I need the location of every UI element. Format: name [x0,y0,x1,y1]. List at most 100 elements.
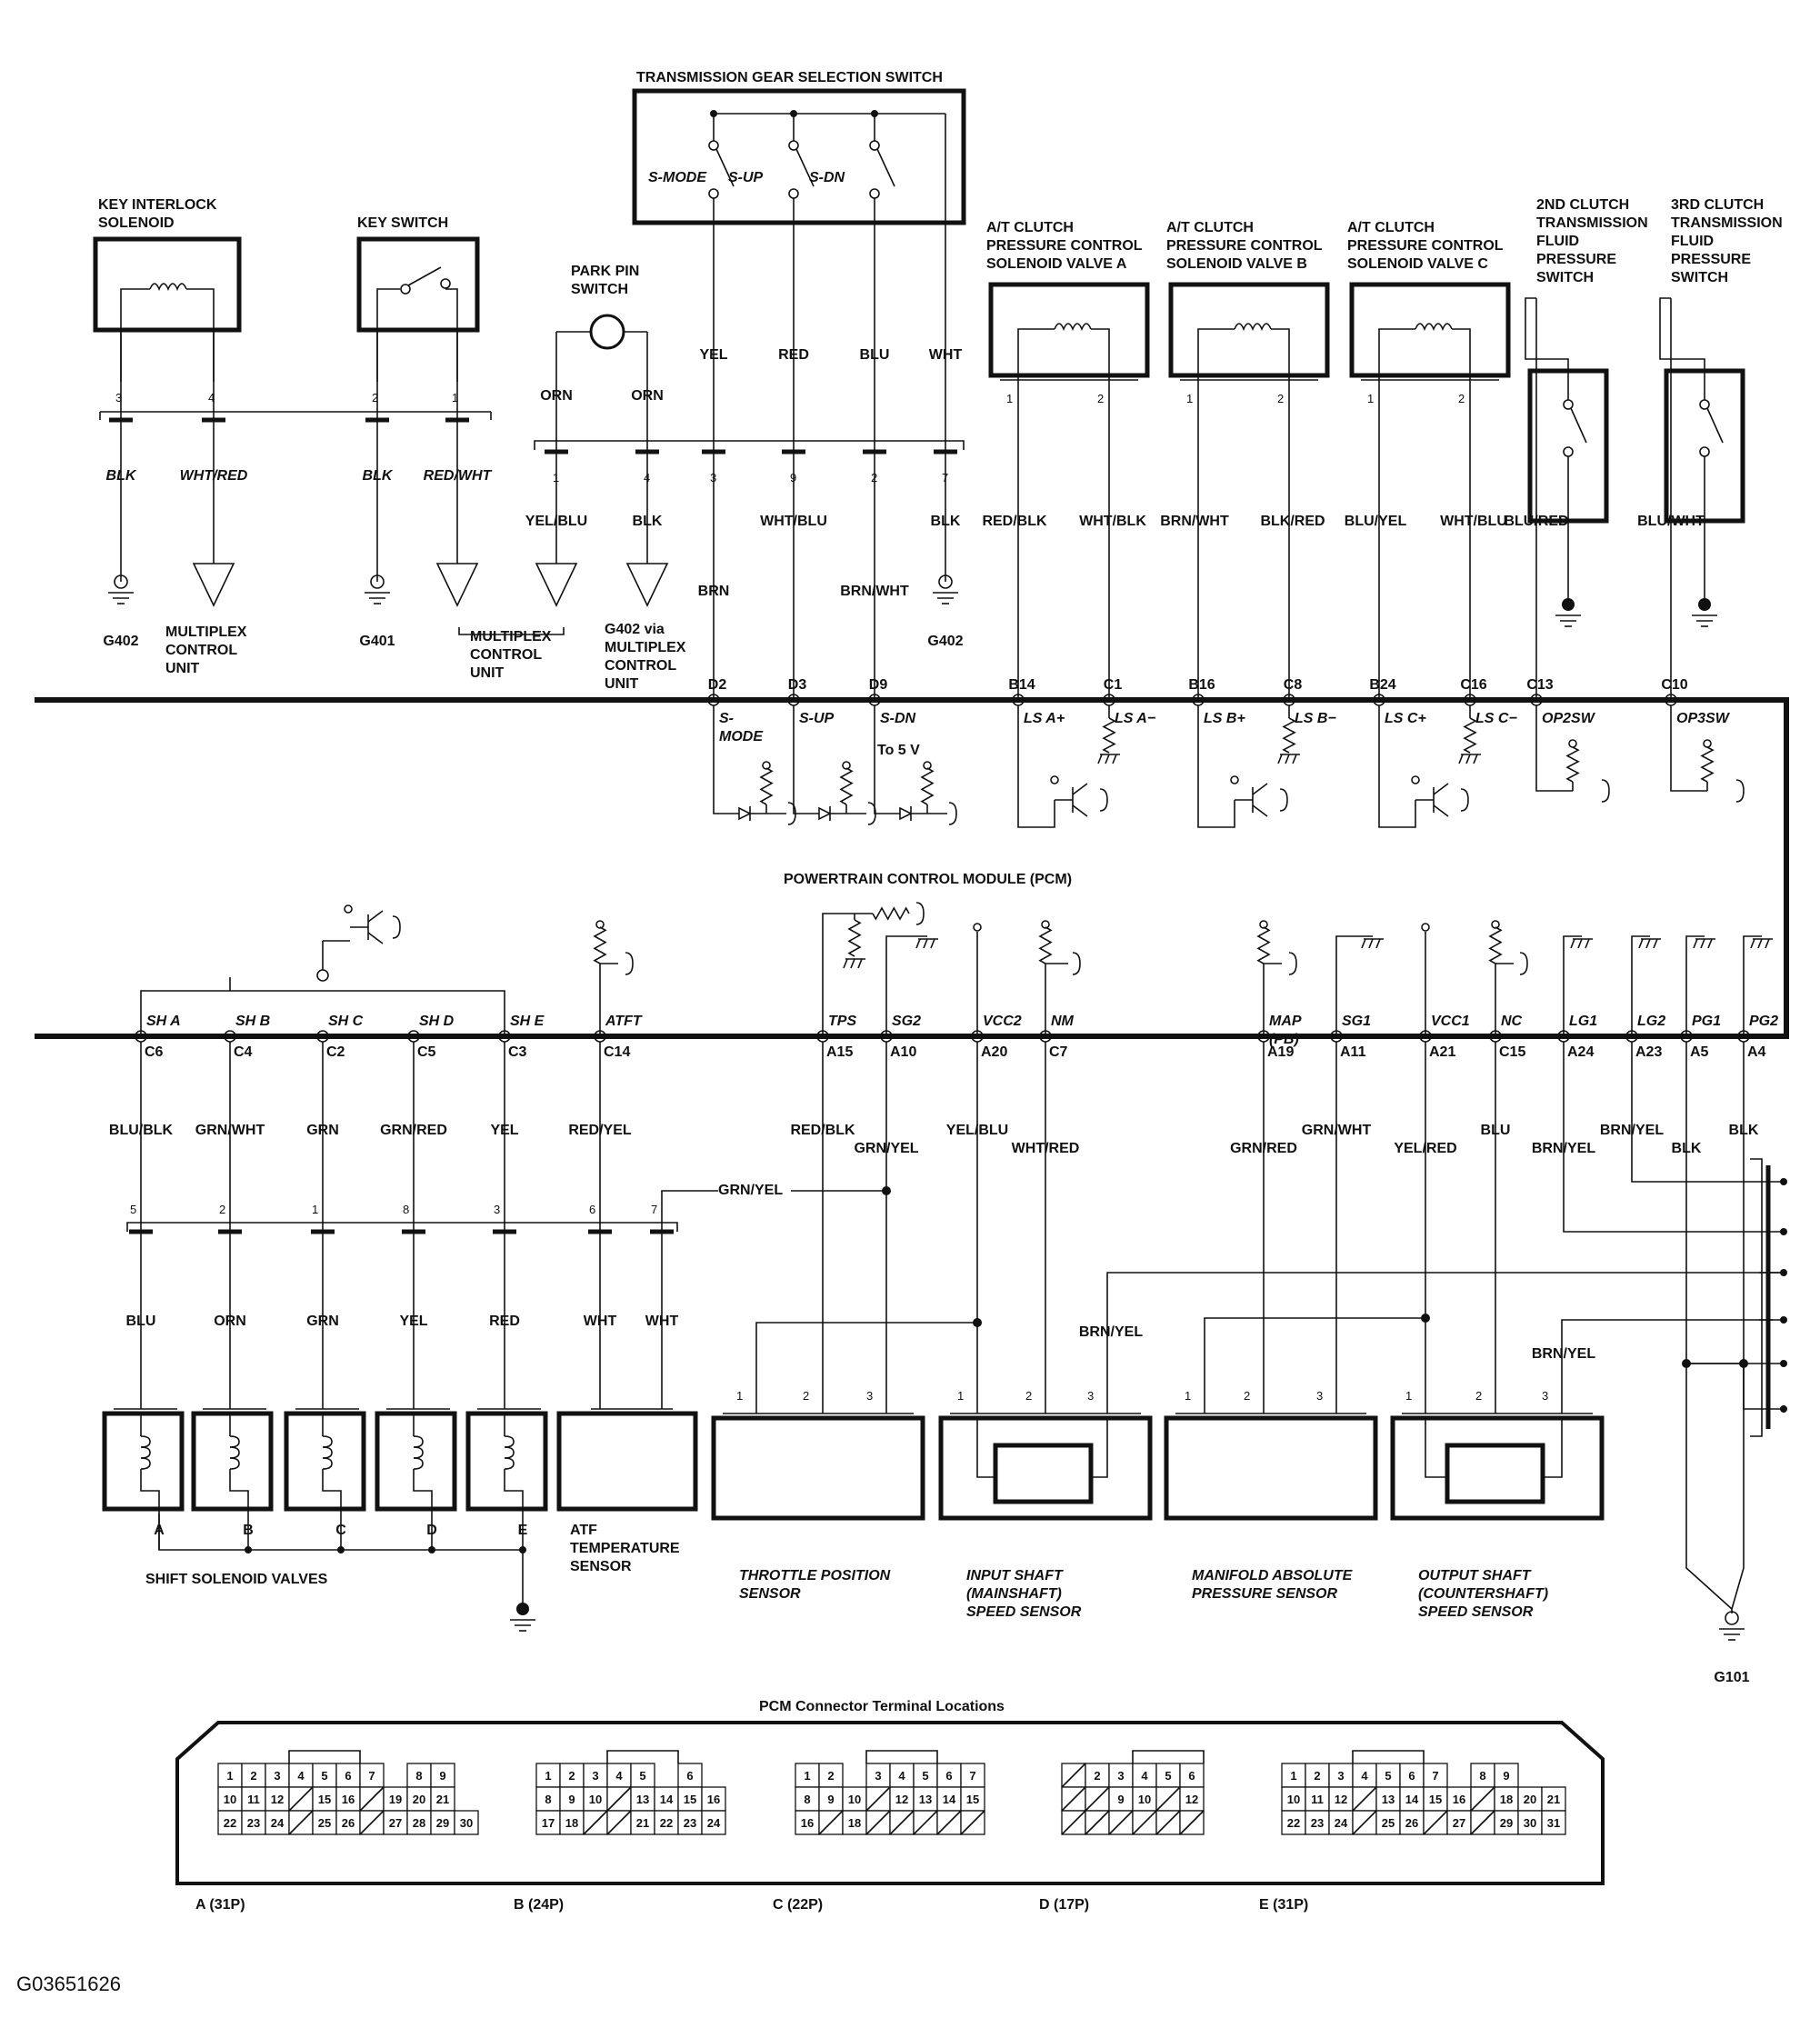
pin-number: 2 [1025,1389,1032,1403]
load-bracket-icon [915,902,925,925]
wire [1685,1042,1759,1364]
wire [1757,938,1763,949]
connector-label: B (24P) [514,1897,564,1913]
terminal-id: C8 [1284,677,1303,693]
pin-number: 2 [1475,1389,1482,1403]
terminal-ring [595,920,605,929]
terminal-id: C1 [1104,677,1123,693]
blank-cell-slash [1352,1810,1377,1835]
terminal-number: 28 [413,1816,425,1830]
wire-color: WHT/BLK [1079,514,1146,529]
terminal-ring [869,140,880,151]
coil-icon [413,1435,424,1470]
pcm-top-bus [35,697,1789,1039]
terminal-number: 19 [389,1793,402,1806]
pin-number: 3 [494,1203,500,1216]
terminal-number: 3 [274,1769,280,1783]
terminal-signal: SH A [146,1014,181,1029]
ground-icon [510,1603,535,1632]
terminal-number: 8 [804,1793,810,1806]
coil-icon [1054,323,1092,332]
bracket [458,627,565,635]
terminal-number: 6 [686,1769,693,1783]
terminal-number: 12 [1335,1793,1347,1806]
wire [976,1418,995,1478]
pin-number: 1 [1185,1389,1191,1403]
load-bracket-icon [1601,779,1610,803]
wire-color: BLK/RED [1260,514,1325,529]
terminal-number: 3 [592,1769,598,1783]
ls-valve-box [1349,282,1511,378]
terminal-id: D9 [869,677,888,693]
terminal-id: C15 [1499,1044,1525,1060]
pin-number: 2 [803,1389,809,1403]
terminal-number: 5 [922,1769,928,1783]
wire-color: ORN [540,388,573,404]
terminal-number: 23 [684,1816,696,1830]
wire [322,1457,333,1470]
ground-icon [933,574,958,604]
terminal-signal: SG2 [892,1014,921,1029]
coil-icon [322,1435,333,1470]
blank-cell-slash [960,1810,985,1835]
switch-blade-icon [795,148,815,187]
load-bracket-icon [1735,779,1745,803]
load-bracket-icon [948,802,957,825]
terminal-number: 10 [1287,1793,1300,1806]
wire [923,938,928,949]
terminal-cell [1108,1786,1134,1812]
terminal-number: 5 [321,1769,327,1783]
terminal-id: B16 [1188,677,1215,693]
terminal-ring [869,188,880,199]
wire [661,1190,718,1232]
terminal-number: 9 [568,1793,575,1806]
wire [140,1446,151,1459]
pin-number: 5 [130,1203,136,1216]
terminal-number: 29 [1500,1816,1513,1830]
blank-cell-slash [865,1786,891,1812]
terminal-cell [559,1786,585,1812]
blank-cell-slash [288,1810,314,1835]
resistor-icon [847,919,862,957]
atf-sensor-box [556,1411,698,1512]
terminal-signal: TPS [828,1014,856,1029]
terminal-ring [370,574,385,589]
coil-icon [229,1435,240,1470]
terminal-signal: SH D [419,1014,455,1029]
terminal-number: 8 [415,1769,422,1783]
blank-cell-slash [1085,1810,1110,1835]
switch-blade-icon [876,148,895,187]
blank-cell-slash [1061,1786,1086,1812]
terminal-number: 30 [1524,1816,1536,1830]
wire [1570,938,1575,949]
terminal-cell [241,1786,266,1812]
wire [322,1446,333,1459]
blank-cell-slash [865,1810,891,1835]
terminal-cell [1399,1786,1425,1812]
wire [1731,1409,1745,1610]
terminal-id: A11 [1340,1044,1366,1060]
wire [504,1469,524,1514]
terminal-number: 1 [545,1769,551,1783]
terminal-number: 30 [460,1816,473,1830]
terminal-cell [406,1810,432,1835]
terminal-number: 8 [1479,1769,1485,1783]
terminal-number: 24 [271,1816,285,1830]
terminal-number: 2 [568,1769,575,1783]
blank-cell-slash [1352,1786,1377,1812]
terminal-ring [1568,739,1577,748]
ground-name: G402 [927,634,963,649]
wire [1750,938,1755,949]
pin-number: 3 [115,391,122,405]
pin-number: 7 [651,1203,657,1216]
terminal-number: 17 [542,1816,555,1830]
terminal-cell [1179,1786,1205,1812]
ls-valve-box [988,282,1150,378]
load-bracket-icon [1288,952,1297,975]
terminal-id: A19 [1267,1044,1294,1060]
wire [1458,754,1464,764]
terminal-cell [1541,1786,1566,1812]
terminal-number: 1 [226,1769,233,1783]
pin-number: 3 [1316,1389,1323,1403]
